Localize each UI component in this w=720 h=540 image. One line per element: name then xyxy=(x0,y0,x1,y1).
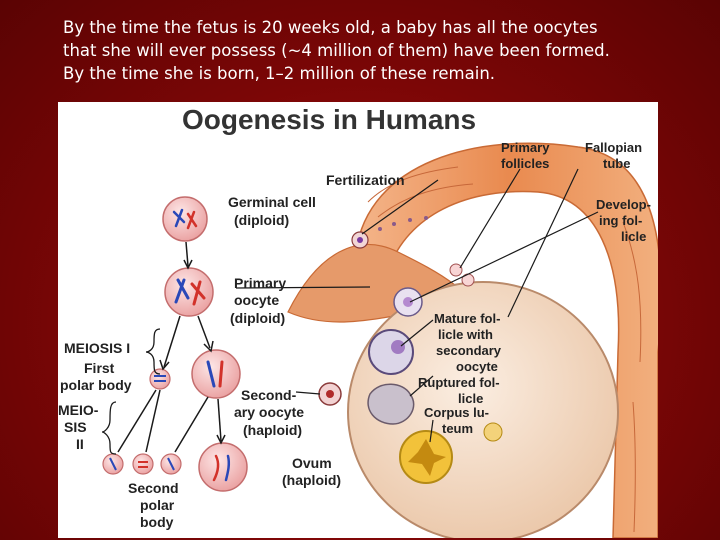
label-primary-follicles-2: follicles xyxy=(501,156,549,171)
label-second-polar-3: body xyxy=(140,514,174,530)
ovarian-cell xyxy=(483,422,503,442)
label-mature-4: oocyte xyxy=(456,359,498,374)
label-secondary-oocyte-3: (haploid) xyxy=(243,422,302,438)
developing-follicle-oocyte xyxy=(403,297,413,307)
ruptured-follicle xyxy=(367,383,415,425)
oogenesis-diagram: Oogenesis in Humans xyxy=(58,104,658,538)
label-corpus-1: Corpus lu- xyxy=(424,405,489,420)
label-second-polar-2: polar xyxy=(140,497,175,513)
slide-text: By the time the fetus is 20 weeks old, a… xyxy=(63,16,703,85)
label-fertilization: Fertilization xyxy=(326,172,405,188)
label-fallopian-1: Fallopian xyxy=(585,140,642,155)
label-ruptured-1: Ruptured fol- xyxy=(418,375,500,390)
slide-text-line-1: By the time the fetus is 20 weeks old, a… xyxy=(63,18,598,37)
slide-text-line-3: By the time she is born, 1–2 million of … xyxy=(63,64,496,83)
fallopian-tube xyxy=(355,142,658,538)
label-mature-3: secondary xyxy=(436,343,502,358)
sperm-near-fertilization xyxy=(351,216,428,249)
label-ovum-2: (haploid) xyxy=(282,472,341,488)
germinal-cell xyxy=(162,196,208,242)
label-meiosis-1: MEIOSIS I xyxy=(64,340,130,356)
label-germinal-cell-1: Germinal cell xyxy=(228,194,316,210)
label-developing-3: licle xyxy=(621,229,646,244)
meiosis-brackets xyxy=(101,328,161,455)
oogenesis-figure: Oogenesis in Humans xyxy=(58,102,658,538)
label-developing-1: Develop- xyxy=(596,197,651,212)
ovum-cell xyxy=(198,442,248,492)
mature-follicle-oocyte xyxy=(391,340,405,354)
label-ovum-1: Ovum xyxy=(292,455,332,471)
label-mature-1: Mature fol- xyxy=(434,311,500,326)
label-mature-2: licle with xyxy=(438,327,493,342)
label-meiosis-2c: II xyxy=(76,436,84,452)
label-primary-oocyte-1: Primary xyxy=(234,275,286,291)
label-first-polar-1: First xyxy=(84,360,115,376)
mature-follicle xyxy=(368,329,414,375)
label-meiosis-2b: SIS xyxy=(64,419,87,435)
tube-folds xyxy=(367,166,642,533)
corpus-luteum xyxy=(399,430,453,484)
label-germinal-cell-2: (diploid) xyxy=(234,212,289,228)
lineage-arrows xyxy=(117,241,226,453)
label-second-polar-1: Second xyxy=(128,480,179,496)
label-developing-2: ing fol- xyxy=(599,213,642,228)
primary-oocyte-cell xyxy=(164,267,214,317)
label-fallopian-2: tube xyxy=(603,156,630,171)
released-oocyte xyxy=(318,382,342,406)
second-polar-bodies xyxy=(102,453,182,475)
label-primary-follicles-1: Primary xyxy=(501,140,550,155)
figure-title: Oogenesis in Humans xyxy=(182,104,476,135)
secondary-oocyte-cell xyxy=(191,349,241,399)
label-secondary-oocyte-1: Second- xyxy=(241,387,297,403)
label-secondary-oocyte-2: ary oocyte xyxy=(234,404,304,420)
first-polar-body xyxy=(149,368,171,390)
label-ruptured-2: licle xyxy=(458,391,483,406)
primary-follicle xyxy=(449,263,463,277)
label-primary-oocyte-3: (diploid) xyxy=(230,310,285,326)
label-primary-oocyte-2: oocyte xyxy=(234,292,279,308)
label-corpus-2: teum xyxy=(442,421,473,436)
slide-text-line-2: that she will ever possess (~4 million o… xyxy=(63,41,610,60)
label-first-polar-2: polar body xyxy=(60,377,132,393)
pointer-lines xyxy=(235,168,599,443)
label-meiosis-2a: MEIO- xyxy=(58,402,99,418)
